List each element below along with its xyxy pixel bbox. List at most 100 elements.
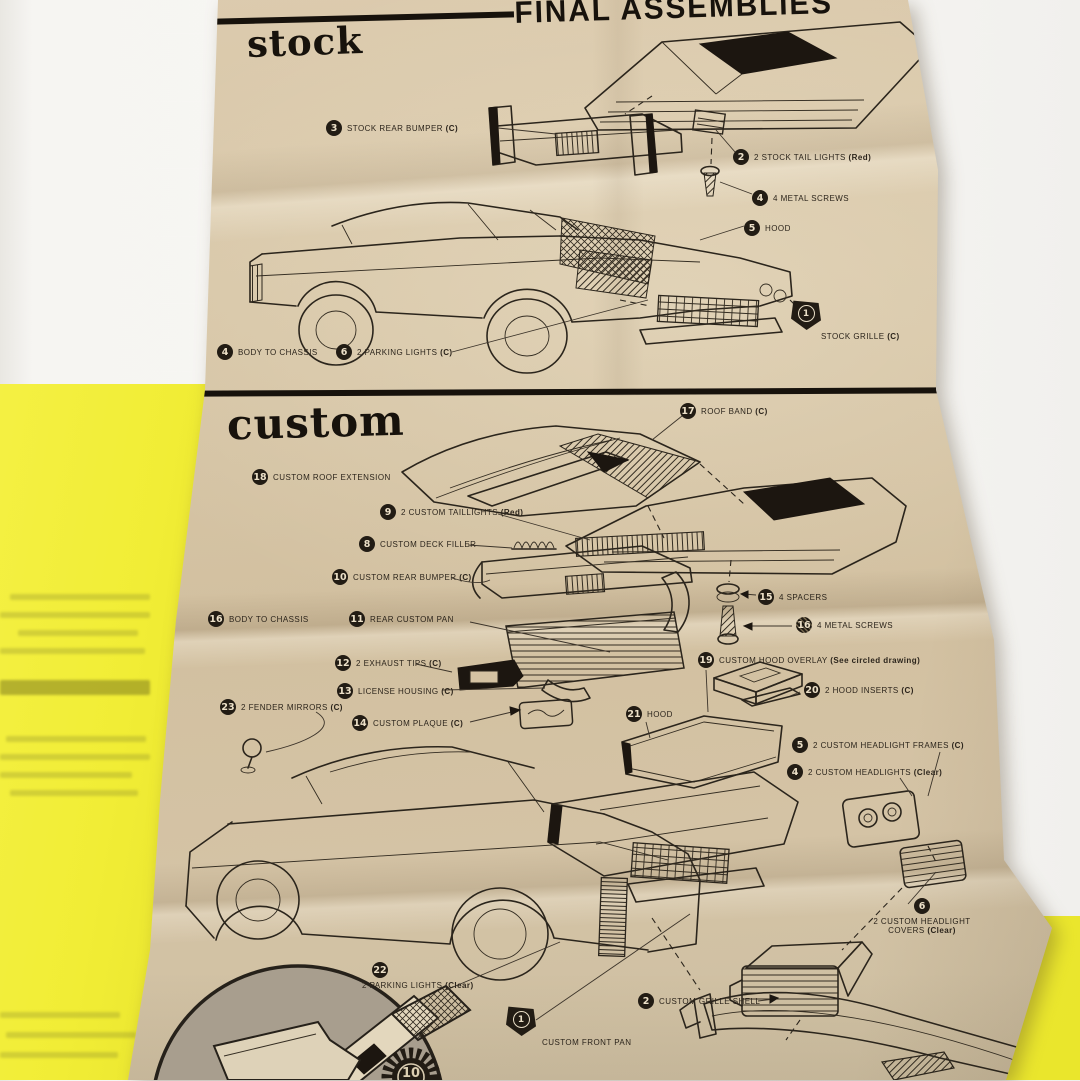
callout-suffix: (Clear)	[445, 981, 474, 990]
custom-deck-filler-spring-art	[511, 541, 557, 550]
gear-badge	[381, 1047, 441, 1080]
gear-badge-number: 10	[401, 1066, 421, 1081]
part-flag-badge: 1	[506, 1006, 536, 1036]
callout-suffix: (C)	[459, 573, 472, 582]
callout-label: CUSTOM REAR BUMPER	[353, 573, 457, 582]
showthrough-text	[6, 1032, 136, 1038]
callout-label: REAR CUSTOM PAN	[370, 615, 454, 624]
callout-custom-hood-overlay: 19 CUSTOM HOOD OVERLAY (See circled draw…	[698, 652, 920, 668]
part-number-badge: 6	[914, 898, 930, 914]
part-number-badge: 3	[326, 120, 342, 136]
callout-stock-hood: 5 HOOD	[744, 220, 791, 236]
callout-label: BODY TO CHASSIS	[229, 615, 309, 624]
part-number-badge: 15	[758, 589, 774, 605]
part-number-badge: 16	[208, 611, 224, 627]
custom-leader-lines	[265, 415, 941, 1021]
part-number-badge: 20	[804, 682, 820, 698]
callout-custom-taillights: 9 2 CUSTOM TAILLIGHTS (Red)	[380, 504, 523, 520]
callout-label: CUSTOM HOOD OVERLAY	[719, 656, 828, 665]
callout-label: 2 CUSTOM HEADLIGHT FRAMES	[813, 741, 949, 750]
showthrough-text	[0, 648, 145, 654]
callout-label: 2 PARKING LIGHTS	[357, 348, 438, 357]
callout-stock-rear-bumper: 3 STOCK REAR BUMPER (C)	[326, 120, 458, 136]
callout-fender-mirrors: 23 2 FENDER MIRRORS (C)	[220, 699, 343, 715]
callout-hood-inserts: 20 2 HOOD INSERTS (C)	[804, 682, 914, 698]
part-number-badge: 10	[332, 569, 348, 585]
callout-suffix: (Red)	[500, 508, 524, 517]
callout-rear-custom-pan: 11 REAR CUSTOM PAN	[349, 611, 454, 627]
grille-shell-front-pan-art	[651, 917, 1035, 1080]
callout-label: CUSTOM FRONT PAN	[542, 1038, 632, 1047]
callout-suffix: (C)	[440, 348, 453, 357]
callout-custom-plaque: 14 CUSTOM PLAQUE (C)	[352, 715, 463, 731]
showthrough-text	[10, 594, 150, 600]
callout-label: 4 SPACERS	[779, 593, 828, 602]
custom-car-art	[185, 738, 765, 981]
part-number-badge: 4	[217, 344, 233, 360]
callout-custom-roof-extension: 18 CUSTOM ROOF EXTENSION	[252, 469, 391, 485]
part-number-badge: 8	[359, 536, 375, 552]
inset-circle-art	[150, 964, 472, 1080]
callout-label: 2 STOCK TAIL LIGHTS	[754, 153, 846, 162]
callout-label: 2 CUSTOM HEADLIGHT COVERS	[873, 917, 971, 935]
stock-taillight-screw-art	[691, 109, 727, 197]
hood-overlay-block-art	[713, 661, 803, 707]
callout-custom-parking-lights: 22 2 PARKING LIGHTS (Clear)	[362, 962, 474, 990]
custom-hood-art	[621, 715, 783, 789]
callout-suffix: (C)	[887, 332, 900, 341]
part-number-badge: 17	[680, 403, 696, 419]
callout-custom-grille-shell: 2 CUSTOM GRILLE SHELL	[638, 993, 760, 1009]
callout-custom-metal-screws: 16 4 METAL SCREWS	[796, 617, 893, 633]
callout-suffix: (Clear)	[927, 926, 956, 935]
stock-leader-lines	[451, 127, 753, 353]
callout-suffix: (Red)	[848, 153, 872, 162]
callout-stock-tail-lights: 2 2 STOCK TAIL LIGHTS (Red)	[733, 149, 871, 165]
callout-stock-body-to-chassis: 4 BODY TO CHASSIS	[217, 344, 318, 360]
callout-stock-parking-lights: 6 2 PARKING LIGHTS (C)	[336, 344, 453, 360]
callout-suffix: (C)	[441, 687, 454, 696]
callout-stock-grille: 1 STOCK GRILLE (C)	[791, 300, 900, 341]
callout-suffix: (C)	[951, 741, 965, 750]
showthrough-text	[0, 772, 132, 778]
callout-custom-hood: 21 HOOD	[626, 706, 673, 722]
callout-label: 2 HOOD INSERTS	[825, 686, 899, 695]
showthrough-text	[6, 736, 146, 742]
callout-label: 2 EXHAUST TIPS	[356, 659, 427, 668]
callout-exhaust-tips: 12 2 EXHAUST TIPS (C)	[335, 655, 442, 671]
rear-custom-pan-art	[505, 611, 685, 689]
callout-label: STOCK GRILLE	[821, 332, 885, 341]
big-hood-overlay-art	[547, 771, 799, 877]
stock-trunk-deck-art	[584, 21, 931, 131]
callout-custom-front-pan: 1 CUSTOM FRONT PAN	[506, 1006, 631, 1047]
callout-label: 2 CUSTOM TAILLIGHTS	[401, 508, 499, 517]
callout-spacers: 15 4 SPACERS	[758, 589, 827, 605]
callout-label: LICENSE HOUSING	[358, 687, 439, 696]
callout-label: 2 CUSTOM HEADLIGHTS	[808, 768, 912, 777]
part-number-badge: 6	[336, 344, 352, 360]
callout-roof-band: 17 ROOF BAND (C)	[680, 403, 768, 419]
callout-stock-metal-screws: 4 4 METAL SCREWS	[752, 190, 849, 206]
showthrough-text	[0, 1052, 118, 1058]
custom-rear-deck-art	[565, 477, 907, 575]
part-number-badge: 5	[744, 220, 760, 236]
callout-custom-rear-bumper: 10 CUSTOM REAR BUMPER (C)	[332, 569, 472, 585]
callout-suffix: (C)	[330, 703, 343, 712]
part-number-badge: 23	[220, 699, 236, 715]
stock-rear-bumper-art	[488, 95, 683, 176]
callout-label: CUSTOM GRILLE SHELL	[659, 997, 761, 1006]
showthrough-text	[0, 754, 150, 760]
spacers-screws-art	[716, 559, 792, 645]
callout-suffix: (See circled drawing)	[830, 656, 921, 665]
callout-label: BODY TO CHASSIS	[238, 348, 318, 357]
stock-car-art	[249, 201, 801, 374]
part-number-badge: 13	[337, 683, 353, 699]
callout-suffix: (C)	[445, 124, 459, 133]
showthrough-text	[0, 1012, 120, 1018]
part-number-badge: 18	[252, 469, 268, 485]
callout-label: HOOD	[765, 224, 791, 233]
showthrough-text	[10, 790, 138, 796]
section-label-stock: stock	[246, 17, 364, 67]
